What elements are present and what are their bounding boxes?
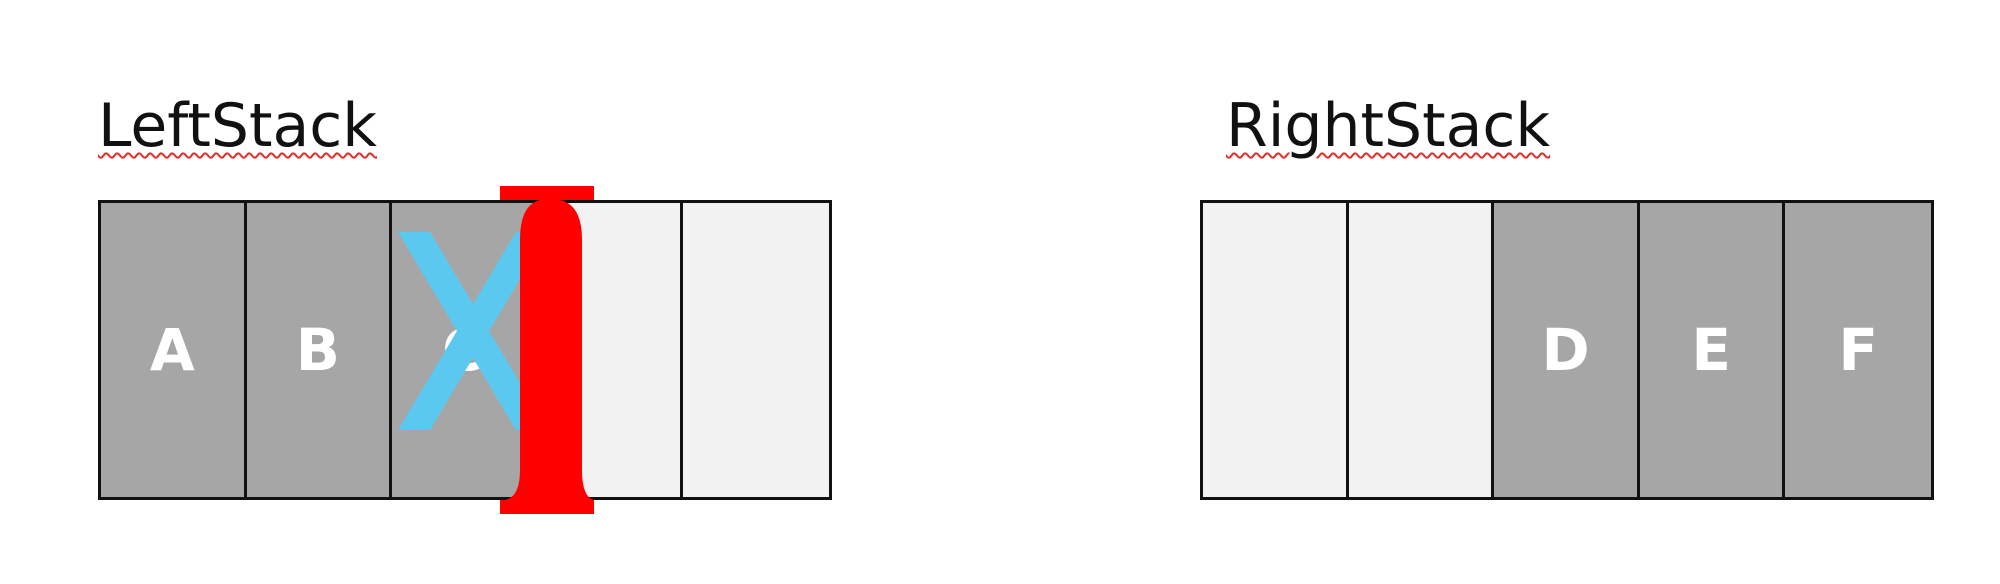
left-stack-cell-b: B [246, 203, 393, 497]
cell-letter: B [295, 316, 341, 384]
left-stack-cell-c: C [392, 203, 538, 497]
right-stack-cell-e: E [1639, 203, 1786, 497]
right-stack-cell-empty-2 [1348, 203, 1495, 497]
cell-letter: E [1691, 316, 1731, 384]
left-stack-cell-empty-4 [537, 203, 684, 497]
right-stack-cell-f: F [1785, 203, 1932, 497]
cell-letter: A [149, 316, 195, 384]
left-stack-cell-empty-5 [683, 203, 830, 497]
right-stack-cell-empty-1 [1203, 203, 1349, 497]
cell-letter: F [1838, 316, 1879, 384]
left-stack: A B C [98, 200, 832, 500]
left-stack-cell-a: A [101, 203, 247, 497]
cell-letter: D [1541, 316, 1590, 384]
cell-letter: C [442, 316, 485, 384]
right-stack: D E F [1200, 200, 1934, 500]
left-stack-label: LeftStack [98, 91, 377, 161]
right-stack-cell-d: D [1494, 203, 1640, 497]
right-stack-label: RightStack [1226, 91, 1551, 161]
